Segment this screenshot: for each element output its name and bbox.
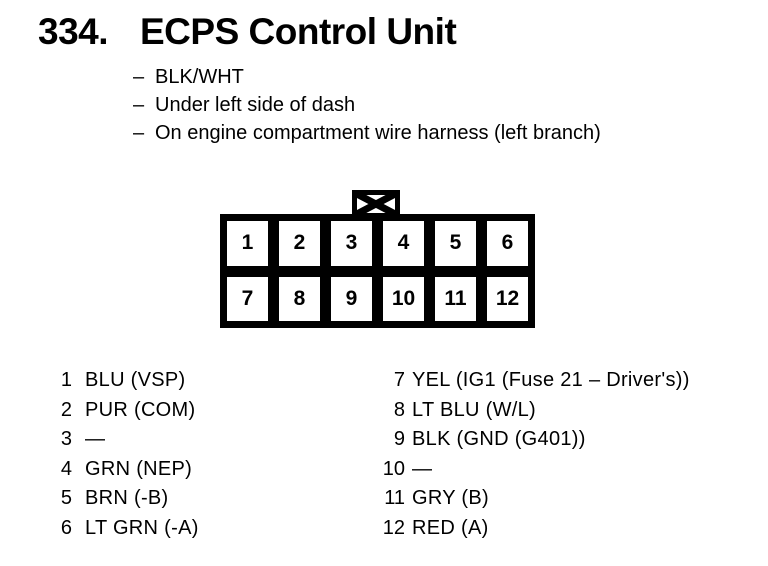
pin-cell-number: 10 <box>391 286 416 310</box>
pin-cell-number: 5 <box>449 231 462 255</box>
section-heading: 334. ECPS Control Unit <box>38 11 457 52</box>
pin-row: 8 LT BLU (W/L) <box>378 396 690 426</box>
pin-label: RED (A) <box>412 516 489 539</box>
pin-cell-number: 9 <box>345 286 358 310</box>
connector-key-tab-icon <box>352 190 400 218</box>
connector-pin-cell: 9 <box>331 276 372 321</box>
pin-row: 5 BRN (-B) <box>55 484 199 514</box>
pin-cell-number: 11 <box>444 286 467 310</box>
connector-diagram: 1 2 3 4 5 6 7 8 9 10 11 12 <box>220 214 535 328</box>
pin-label: — <box>85 428 106 450</box>
pin-cell-number: 1 <box>241 231 254 255</box>
connector-pin-cell: 6 <box>487 221 528 266</box>
pin-row: 1 BLU (VSP) <box>55 366 199 396</box>
pin-label: GRN (NEP) <box>85 457 193 480</box>
pin-number: 6 <box>60 516 72 539</box>
pin-label: — <box>412 457 433 480</box>
pin-label: BLK (GND (G401)) <box>412 428 586 450</box>
pin-cell-number: 7 <box>241 286 254 310</box>
connector-pin-cell: 4 <box>383 221 424 266</box>
pin-cell-number: 6 <box>501 231 514 255</box>
pin-cell-number: 8 <box>293 286 306 310</box>
pin-label: BLU (VSP) <box>85 369 186 391</box>
pin-row: 9 BLK (GND (G401)) <box>378 425 690 455</box>
pin-number: 5 <box>60 487 72 509</box>
pin-number: 3 <box>60 428 72 450</box>
pin-list-left: 1 BLU (VSP) 2 PUR (COM) 3 — 4 GRN (NEP) … <box>55 366 199 543</box>
dash-bullet: – <box>133 122 145 144</box>
pin-number: 1 <box>60 369 72 391</box>
connector-pin-cell: 5 <box>435 221 476 266</box>
pin-list-right: 7 YEL (IG1 (Fuse 21 – Driver's)) 8 LT BL… <box>378 366 690 543</box>
connector-pin-cell: 11 <box>435 276 476 321</box>
pin-label: BRN (-B) <box>85 487 169 509</box>
connector-pin-cell: 8 <box>279 276 320 321</box>
note-text: Under left side of dash <box>155 94 356 116</box>
item-number: 334. <box>38 11 109 52</box>
connector-pin-cell: 12 <box>487 276 528 321</box>
pin-number: 10 <box>382 457 405 480</box>
pin-number: 11 <box>384 487 405 509</box>
notes-list: – BLK/WHT – Under left side of dash – On… <box>133 63 601 147</box>
pin-row: 11 GRY (B) <box>378 484 690 514</box>
pin-label: YEL (IG1 (Fuse 21 – Driver's)) <box>412 369 690 391</box>
connector-pin-cell: 3 <box>331 221 372 266</box>
pin-row: 6 LT GRN (-A) <box>55 514 199 544</box>
dash-bullet: – <box>133 94 145 116</box>
note-line: – Under left side of dash <box>133 91 601 119</box>
pin-cell-number: 3 <box>345 231 358 255</box>
pin-row: 4 GRN (NEP) <box>55 455 199 485</box>
pin-row: 7 YEL (IG1 (Fuse 21 – Driver's)) <box>378 366 690 396</box>
note-text: BLK/WHT <box>155 66 244 88</box>
pin-number: 4 <box>60 457 72 480</box>
note-line: – BLK/WHT <box>133 63 601 91</box>
connector-pin-cell: 2 <box>279 221 320 266</box>
pin-number: 2 <box>60 398 72 421</box>
pin-row: 12 RED (A) <box>378 514 690 544</box>
pin-row: 2 PUR (COM) <box>55 396 199 426</box>
pin-label: PUR (COM) <box>85 398 196 421</box>
pin-label: LT GRN (-A) <box>85 516 199 539</box>
dash-bullet: – <box>133 66 145 88</box>
pin-number: 12 <box>382 516 405 539</box>
connector-pin-cell: 7 <box>227 276 268 321</box>
pin-label: LT BLU (W/L) <box>412 398 536 421</box>
connector-pin-cell: 1 <box>227 221 268 266</box>
pin-row: 10 — <box>378 455 690 485</box>
note-text: On engine compartment wire harness (left… <box>155 122 601 144</box>
pin-number: 9 <box>393 428 405 450</box>
note-line: – On engine compartment wire harness (le… <box>133 119 601 147</box>
page-title: ECPS Control Unit <box>140 11 457 52</box>
pin-number: 8 <box>393 398 405 421</box>
pin-row: 3 — <box>55 425 199 455</box>
pin-label: GRY (B) <box>412 487 489 509</box>
connector-pin-cell: 10 <box>383 276 424 321</box>
pin-cell-number: 12 <box>495 286 520 310</box>
pin-cell-number: 4 <box>397 231 410 255</box>
pin-cell-number: 2 <box>293 231 306 255</box>
pin-number: 7 <box>393 369 405 391</box>
